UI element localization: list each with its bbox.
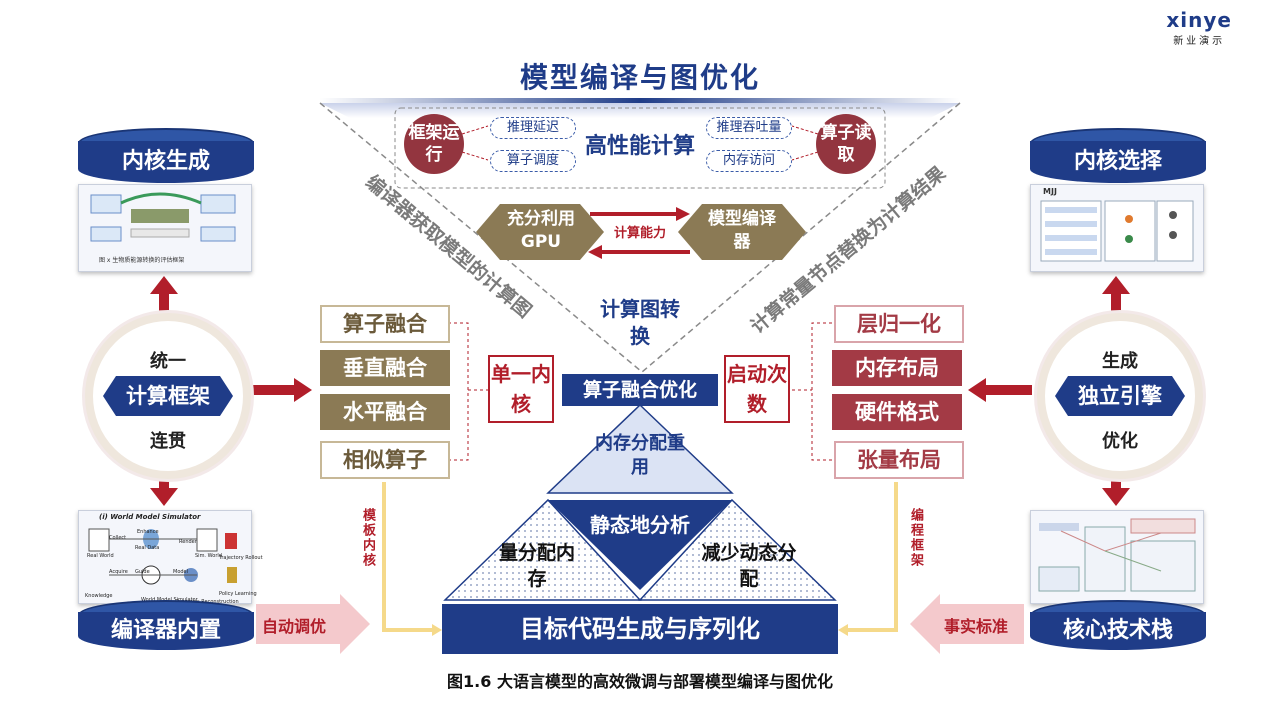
similar-operator-box: 相似算子 (320, 441, 450, 479)
memory-layout-box: 内存布局 (832, 350, 962, 386)
graph-convert-label: 计算图转换 (600, 297, 680, 348)
pill-inference-throughput: 推理吞吐量 (706, 117, 792, 139)
framework-run-circle: 框架运行 (404, 114, 464, 174)
auto-tuning-label: 自动调优 (262, 617, 327, 636)
left-pink-arrow (256, 594, 370, 654)
hex-right (678, 204, 806, 260)
logo-subtitle: 新业演示 (1173, 36, 1226, 47)
pill-inference-latency: 推理延迟 (490, 117, 576, 139)
vertical-fusion-box: 垂直融合 (320, 350, 450, 386)
right-bottom-thumbnail (1030, 510, 1204, 604)
programming-framework-label: 编程框架 (908, 508, 923, 568)
left-circle-top: 统一 (150, 351, 186, 372)
world-model-title: (i) World Model Simulator (99, 513, 201, 521)
layer-norm-box: 层归一化 (834, 305, 964, 343)
hardware-format-box: 硬件格式 (832, 394, 962, 430)
compute-capability-label: 计算能力 (613, 226, 666, 241)
codegen-serialization-bar: 目标代码生成与序列化 (442, 604, 838, 654)
world-model-node-label: Sim. World (195, 553, 222, 559)
horizontal-fusion-box: 水平融合 (320, 394, 450, 430)
pyramid-center-tri (548, 500, 732, 590)
model-compiler-hex-label: 模型编译器 (708, 209, 776, 252)
pill-operator-scheduling: 算子调度 (490, 150, 576, 172)
reduce-dynamic-alloc-label: 减少动态分配 (701, 542, 797, 590)
right-circle-top: 生成 (1102, 351, 1138, 372)
brand-logo: xinye 新业演示 (1166, 8, 1232, 47)
funnel-top-band (320, 103, 960, 118)
hex-left (476, 204, 604, 260)
world-model-node-label: Acquire (109, 569, 128, 575)
world-model-node-label: Real Data (135, 545, 160, 551)
kernel-generation-label: 内核生成 (78, 141, 254, 183)
world-model-node-label: Policy Learning (219, 591, 257, 597)
thumb-tr-label: MJJ (1043, 187, 1057, 196)
world-model-node-label: Knowledge (85, 593, 113, 599)
operator-fusion-optimization: 算子融合优化 (562, 374, 718, 406)
left-main-arrow (294, 378, 312, 402)
left-bottom-thumbnail: (i) World Model Simulator Real World Coll… (78, 510, 263, 605)
world-model-node-label: Model (173, 569, 189, 575)
right-circle-bottom: 优化 (1102, 431, 1138, 452)
thumb-caption: 图 x 生物质能源转换的评估框架 (99, 257, 185, 264)
pyramid-top-tri (546, 403, 734, 494)
world-model-node-label: Real World (87, 553, 114, 559)
thumb-arch-diagram (1038, 518, 1196, 592)
right-circle: 生成 独立引擎 优化 (1037, 313, 1203, 479)
allocate-memory-label: 量分配内存 (498, 542, 575, 590)
world-model-node-label: Collect (109, 535, 127, 541)
template-kernel-label: 模板内核 (360, 508, 375, 568)
operator-read-circle: 算子读取 (816, 114, 876, 174)
pyramid-right-tri (638, 498, 837, 601)
right-main-arrow (968, 378, 986, 402)
launch-count-box: 启动次数 (724, 355, 790, 423)
de-facto-standard-label: 事实标准 (944, 617, 1009, 636)
world-model-node-label: Trajectory Rollout (219, 555, 263, 561)
world-model-node-label: Guide (135, 569, 150, 575)
left-circle-band: 计算框架 (103, 376, 233, 416)
world-model-diagram (88, 528, 237, 585)
tensor-layout-box: 张量布局 (834, 441, 964, 479)
world-model-node-label: Render (179, 539, 197, 545)
world-model-node-label: Enhance (137, 529, 159, 535)
figure-caption: 图1.6 大语言模型的高效微调与部署模型编译与图优化 (447, 672, 833, 691)
use-gpu-hex-label: 充分利用GPU (507, 209, 575, 252)
right-circle-band: 独立引擎 (1055, 376, 1185, 416)
kernel-selection-label: 内核选择 (1030, 141, 1206, 183)
right-pink-arrow (910, 594, 1024, 654)
memory-reuse-label: 内存分配重用 (595, 433, 685, 478)
left-top-thumbnail: 图 x 生物质能源转换的评估框架 (78, 184, 252, 272)
single-kernel-box: 单一内核 (488, 355, 554, 423)
left-circle-bottom: 连贯 (150, 431, 186, 452)
thumb-table-diagram (1040, 200, 1194, 262)
left-circle: 统一 计算框架 连贯 (85, 313, 251, 479)
right-top-thumbnail: MJJ (1030, 184, 1204, 272)
core-tech-stack-label: 核心技术栈 (1030, 612, 1206, 650)
page-title: 模型编译与图优化 (519, 61, 760, 94)
static-analysis-label: 静态地分析 (590, 513, 690, 537)
pill-memory-access: 内存访问 (706, 150, 792, 172)
operator-fusion-box: 算子融合 (320, 305, 450, 343)
pyramid-left-tri (443, 498, 642, 601)
logo-brand: xinye (1166, 8, 1232, 32)
title-underline (320, 98, 960, 103)
thumb-flow-diagram (90, 192, 236, 242)
compiler-builtin-label: 编译器内置 (78, 612, 254, 650)
high-performance-computing: 高性能计算 (584, 134, 695, 159)
